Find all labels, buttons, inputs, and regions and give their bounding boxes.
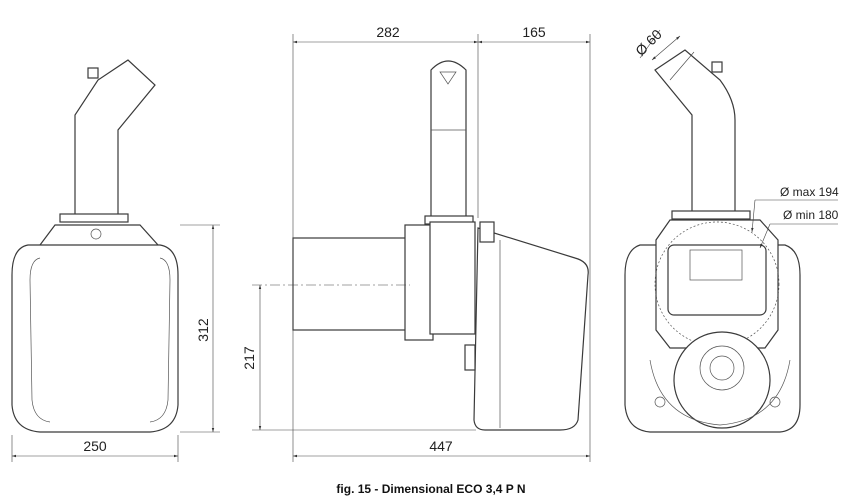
front-pipe-fitting bbox=[87, 67, 99, 79]
figure-caption: fig. 15 - Dimensional ECO 3,4 P N bbox=[336, 482, 525, 496]
side-body bbox=[473, 227, 589, 431]
rear-view bbox=[624, 49, 801, 433]
side-dimensions: 282 165 447 217 bbox=[241, 24, 591, 462]
dim-pipe-diameter: Ø 60 bbox=[632, 26, 665, 59]
flange bbox=[404, 224, 434, 341]
front-body bbox=[11, 244, 179, 433]
front-dimensions: 250 312 bbox=[11, 224, 220, 462]
side-pipe bbox=[430, 60, 467, 219]
dim-165: 165 bbox=[522, 24, 546, 40]
dim-height-312: 312 bbox=[195, 318, 211, 342]
dim-217: 217 bbox=[241, 346, 257, 370]
front-view bbox=[11, 59, 179, 433]
dim-width-250: 250 bbox=[83, 438, 107, 454]
front-top-plate bbox=[59, 213, 129, 223]
rear-pipe bbox=[654, 49, 736, 212]
dim-flange-min: Ø min 180 bbox=[783, 208, 839, 222]
blast-tube bbox=[292, 237, 408, 331]
dim-282: 282 bbox=[376, 24, 400, 40]
front-pipe bbox=[74, 59, 156, 215]
dim-flange-max: Ø max 194 bbox=[780, 185, 839, 199]
dim-447: 447 bbox=[429, 438, 453, 454]
rear-dimensions: Ø 60 Ø max 194 Ø min 180 bbox=[632, 26, 839, 249]
side-view bbox=[292, 60, 589, 431]
